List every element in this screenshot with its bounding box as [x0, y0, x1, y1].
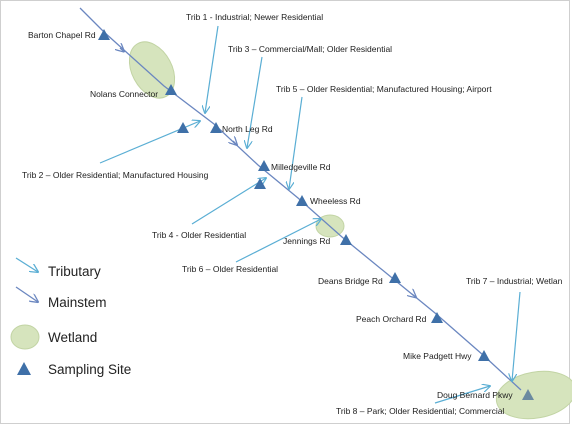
- wetland-lower: [495, 370, 572, 420]
- label-deans-bridge: Deans Bridge Rd: [318, 276, 383, 286]
- legend-wetland-icon: [10, 324, 40, 350]
- legend-mainstem-icon: [15, 286, 38, 302]
- wetland-upper: [128, 41, 176, 99]
- label-milledgeville: Milledgeville Rd: [271, 162, 331, 172]
- site-trib4-marker[interactable]: [254, 178, 266, 189]
- site-milledgeville-marker[interactable]: [258, 160, 270, 171]
- legend-wetland-label: Wetland: [48, 330, 97, 345]
- site-nolans-connector-marker[interactable]: [165, 84, 177, 95]
- label-trib-4: Trib 4 - Older Residential: [152, 230, 246, 240]
- label-barton-chapel: Barton Chapel Rd: [28, 30, 96, 40]
- label-doug-bernard: Doug Bernard Pkwy: [437, 390, 513, 400]
- label-jennings: Jennings Rd: [283, 236, 331, 246]
- trib-3-arrow: [247, 56, 263, 148]
- label-trib-1: Trib 1 - Industrial; Newer Residential: [186, 12, 323, 22]
- trib-8-arrow: [434, 386, 490, 404]
- site-mike-padgett-marker[interactable]: [478, 350, 490, 361]
- trib-4-arrow: [191, 178, 266, 225]
- site-jennings-marker[interactable]: [340, 234, 352, 245]
- label-mike-padgett: Mike Padgett Hwy: [403, 351, 472, 361]
- label-trib-8: Trib 8 – Park; Older Residential; Commer…: [336, 406, 504, 416]
- label-nolans-connector: Nolans Connector: [90, 89, 158, 99]
- label-north-leg: North Leg Rd: [222, 124, 273, 134]
- site-doug-bernard-marker[interactable]: [522, 389, 534, 400]
- trib-1-arrow: [205, 25, 219, 113]
- legend-sampling-site-label: Sampling Site: [48, 362, 131, 377]
- label-trib-6: Trib 6 – Older Residential: [182, 264, 278, 274]
- site-wheeless-marker[interactable]: [296, 195, 308, 206]
- label-trib-2: Trib 2 – Older Residential; Manufactured…: [22, 170, 209, 180]
- site-deans-bridge-marker[interactable]: [389, 272, 401, 283]
- label-trib-7: Trib 7 – Industrial; Wetlan: [466, 276, 563, 286]
- trib-7-arrow: [512, 291, 521, 381]
- trib-6-arrow: [235, 219, 321, 263]
- label-wheeless: Wheeless Rd: [310, 196, 361, 206]
- site-peach-orchard-marker[interactable]: [431, 312, 443, 323]
- legend-tributary-icon: [15, 257, 38, 272]
- label-trib-3: Trib 3 – Commercial/Mall; Older Resident…: [228, 44, 392, 54]
- trib-5-arrow: [289, 96, 303, 189]
- mainstem-arrow-1: [120, 48, 124, 52]
- label-peach-orchard: Peach Orchard Rd: [356, 314, 427, 324]
- mainstem-line: [79, 7, 522, 391]
- legend-sampling-site-icon: [17, 362, 31, 375]
- label-trib-5: Trib 5 – Older Residential; Manufactured…: [276, 84, 492, 94]
- site-north-leg-marker[interactable]: [210, 122, 222, 133]
- site-barton-chapel-marker[interactable]: [98, 29, 110, 40]
- legend: Tributary Mainstem Wetland Sampling Site: [10, 257, 131, 377]
- mainstem-arrow-2: [233, 141, 237, 145]
- site-trib2-marker[interactable]: [177, 122, 189, 133]
- mainstem-arrow-3: [412, 294, 416, 297]
- legend-mainstem-label: Mainstem: [48, 295, 107, 310]
- legend-tributary-label: Tributary: [48, 264, 101, 279]
